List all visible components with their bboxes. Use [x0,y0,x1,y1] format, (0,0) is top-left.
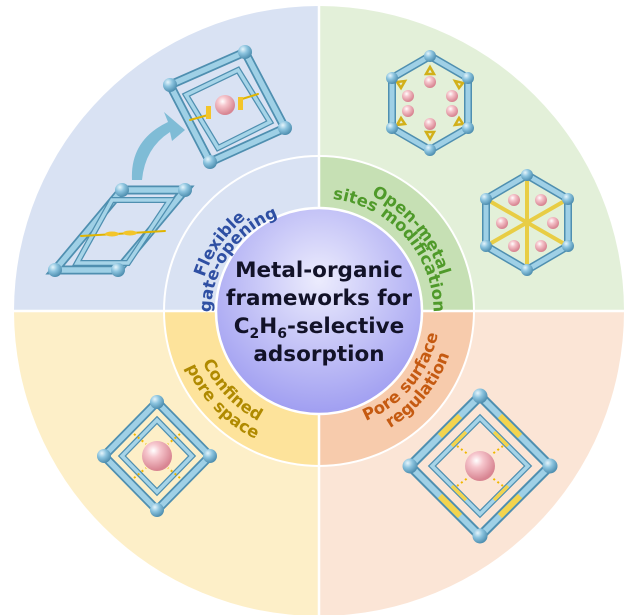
modified-hexagon-illustration [480,169,574,276]
guest-molecule [215,95,235,115]
formula-c-sub: 2 [250,326,260,342]
center-line-1: Metal-organic [235,258,403,283]
formula-h: H [259,314,277,339]
center-line-2: frameworks for [226,286,412,311]
center-line-4: adsorption [253,342,384,367]
formula-c: C [234,314,250,339]
collapsed-framework-illustration [45,183,195,277]
formula-h-sub: 6 [277,326,287,342]
formula-suffix: -selective [287,314,404,339]
center-circle [214,206,424,416]
guest-molecule [142,441,172,471]
transformation-arrow-icon [131,112,185,180]
center-title: Metal-organic frameworks for C2H6-select… [226,258,412,367]
pore-surface-illustration [402,388,558,544]
center-line-3: C2H6-selective [234,314,405,342]
guest-molecule [465,451,495,481]
confined-pore-illustration [97,395,217,517]
opened-framework-illustration [163,45,292,169]
open-metal-hexagon-illustration [386,50,474,156]
